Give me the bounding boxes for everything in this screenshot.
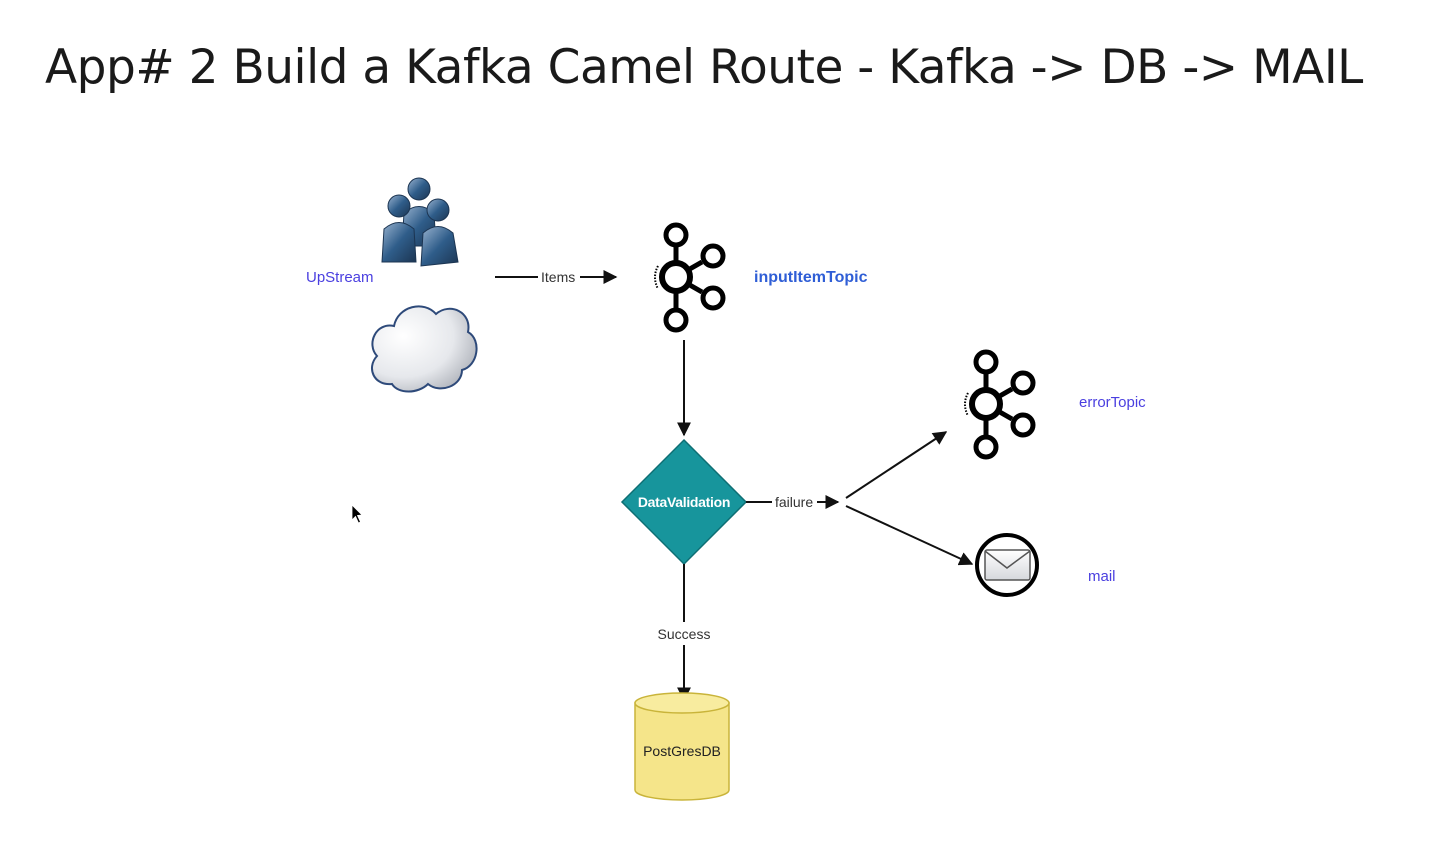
edge-failure: failure (746, 431, 974, 566)
edge-failure-to-mail (845, 505, 974, 566)
input-topic-label: inputItemTopic (754, 269, 868, 286)
postgres-label: PostGresDB (643, 743, 721, 759)
people-icon (381, 177, 459, 267)
data-validation-label: DataValidation (638, 494, 730, 510)
edge-failure-to-error (845, 431, 948, 499)
kafka-icon (964, 349, 1036, 460)
database-icon: PostGresDB (634, 692, 730, 801)
edge-items: Items (495, 269, 618, 285)
data-validation-node: DataValidation (620, 438, 748, 566)
edge-success-label: Success (658, 626, 711, 642)
cloud-icon (371, 305, 478, 393)
slide-title: App# 2 Build a Kafka Camel Route - Kafka… (45, 40, 1363, 95)
cursor-icon (351, 504, 363, 524)
edge-failure-label: failure (775, 494, 813, 510)
mail-icon (975, 533, 1039, 597)
kafka-icon (654, 222, 726, 333)
edge-items-label: Items (541, 269, 575, 285)
mail-label: mail (1088, 568, 1116, 585)
edge-success: Success (658, 564, 711, 702)
error-topic-label: errorTopic (1079, 394, 1146, 411)
upstream-label: UpStream (306, 269, 374, 286)
